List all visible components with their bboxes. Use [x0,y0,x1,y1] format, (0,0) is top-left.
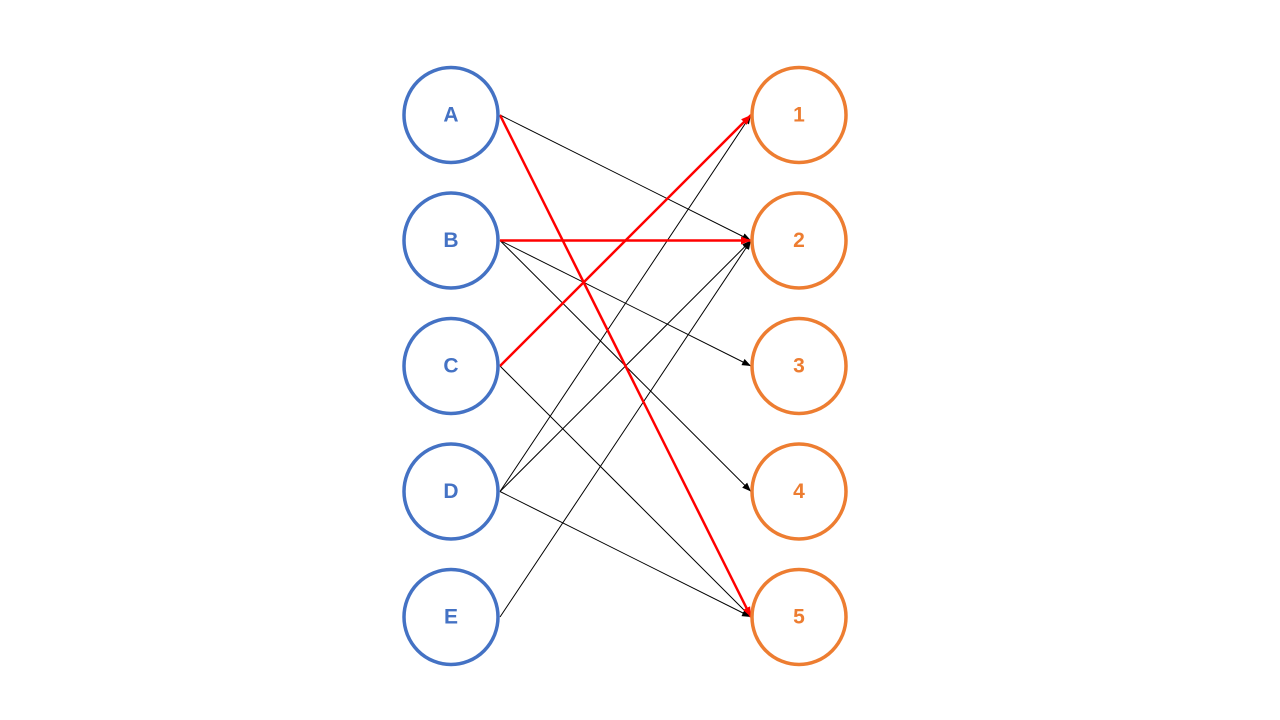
edge-D-to-5 [499,491,752,618]
left-node-label: D [443,480,458,503]
edges-highlight [498,114,753,618]
right-node-3: 3 [750,316,848,416]
right-node-label: 1 [793,104,805,127]
right-node-label: 2 [793,229,805,252]
left-node-label: B [443,229,458,252]
left-node-label: E [444,606,458,629]
left-node-circle [402,442,500,541]
right-node-circle [750,316,848,416]
right-node-5: 5 [750,567,848,667]
left-node-circle [402,191,500,290]
left-node-B: B [402,191,500,290]
right-node-2: 2 [750,191,848,290]
right-node-4: 4 [750,442,848,541]
left-nodes: A B C D E [402,65,500,667]
right-node-circle [750,65,848,165]
edge-C-to-5 [499,365,752,618]
right-node-1: 1 [750,65,848,165]
right-nodes: 1 2 3 4 5 [750,65,848,667]
right-node-circle [750,442,848,541]
edge-A-to-5 [498,114,753,618]
left-node-A: A [402,65,500,165]
right-node-circle [750,191,848,290]
left-node-circle [402,316,500,416]
right-node-label: 4 [793,480,805,503]
right-node-circle [750,567,848,667]
left-node-label: C [443,355,458,378]
edge-D-to-1 [499,114,752,492]
edge-C-to-1 [499,114,752,367]
right-node-label: 3 [793,355,805,378]
edge-A-to-2 [499,114,752,241]
edge-E-to-2 [499,240,752,618]
left-node-label: A [443,104,458,127]
left-node-C: C [402,316,500,416]
left-node-circle [402,65,500,165]
left-node-D: D [402,442,500,541]
left-node-E: E [402,567,500,667]
left-node-circle [402,567,500,667]
right-node-label: 5 [793,606,805,629]
